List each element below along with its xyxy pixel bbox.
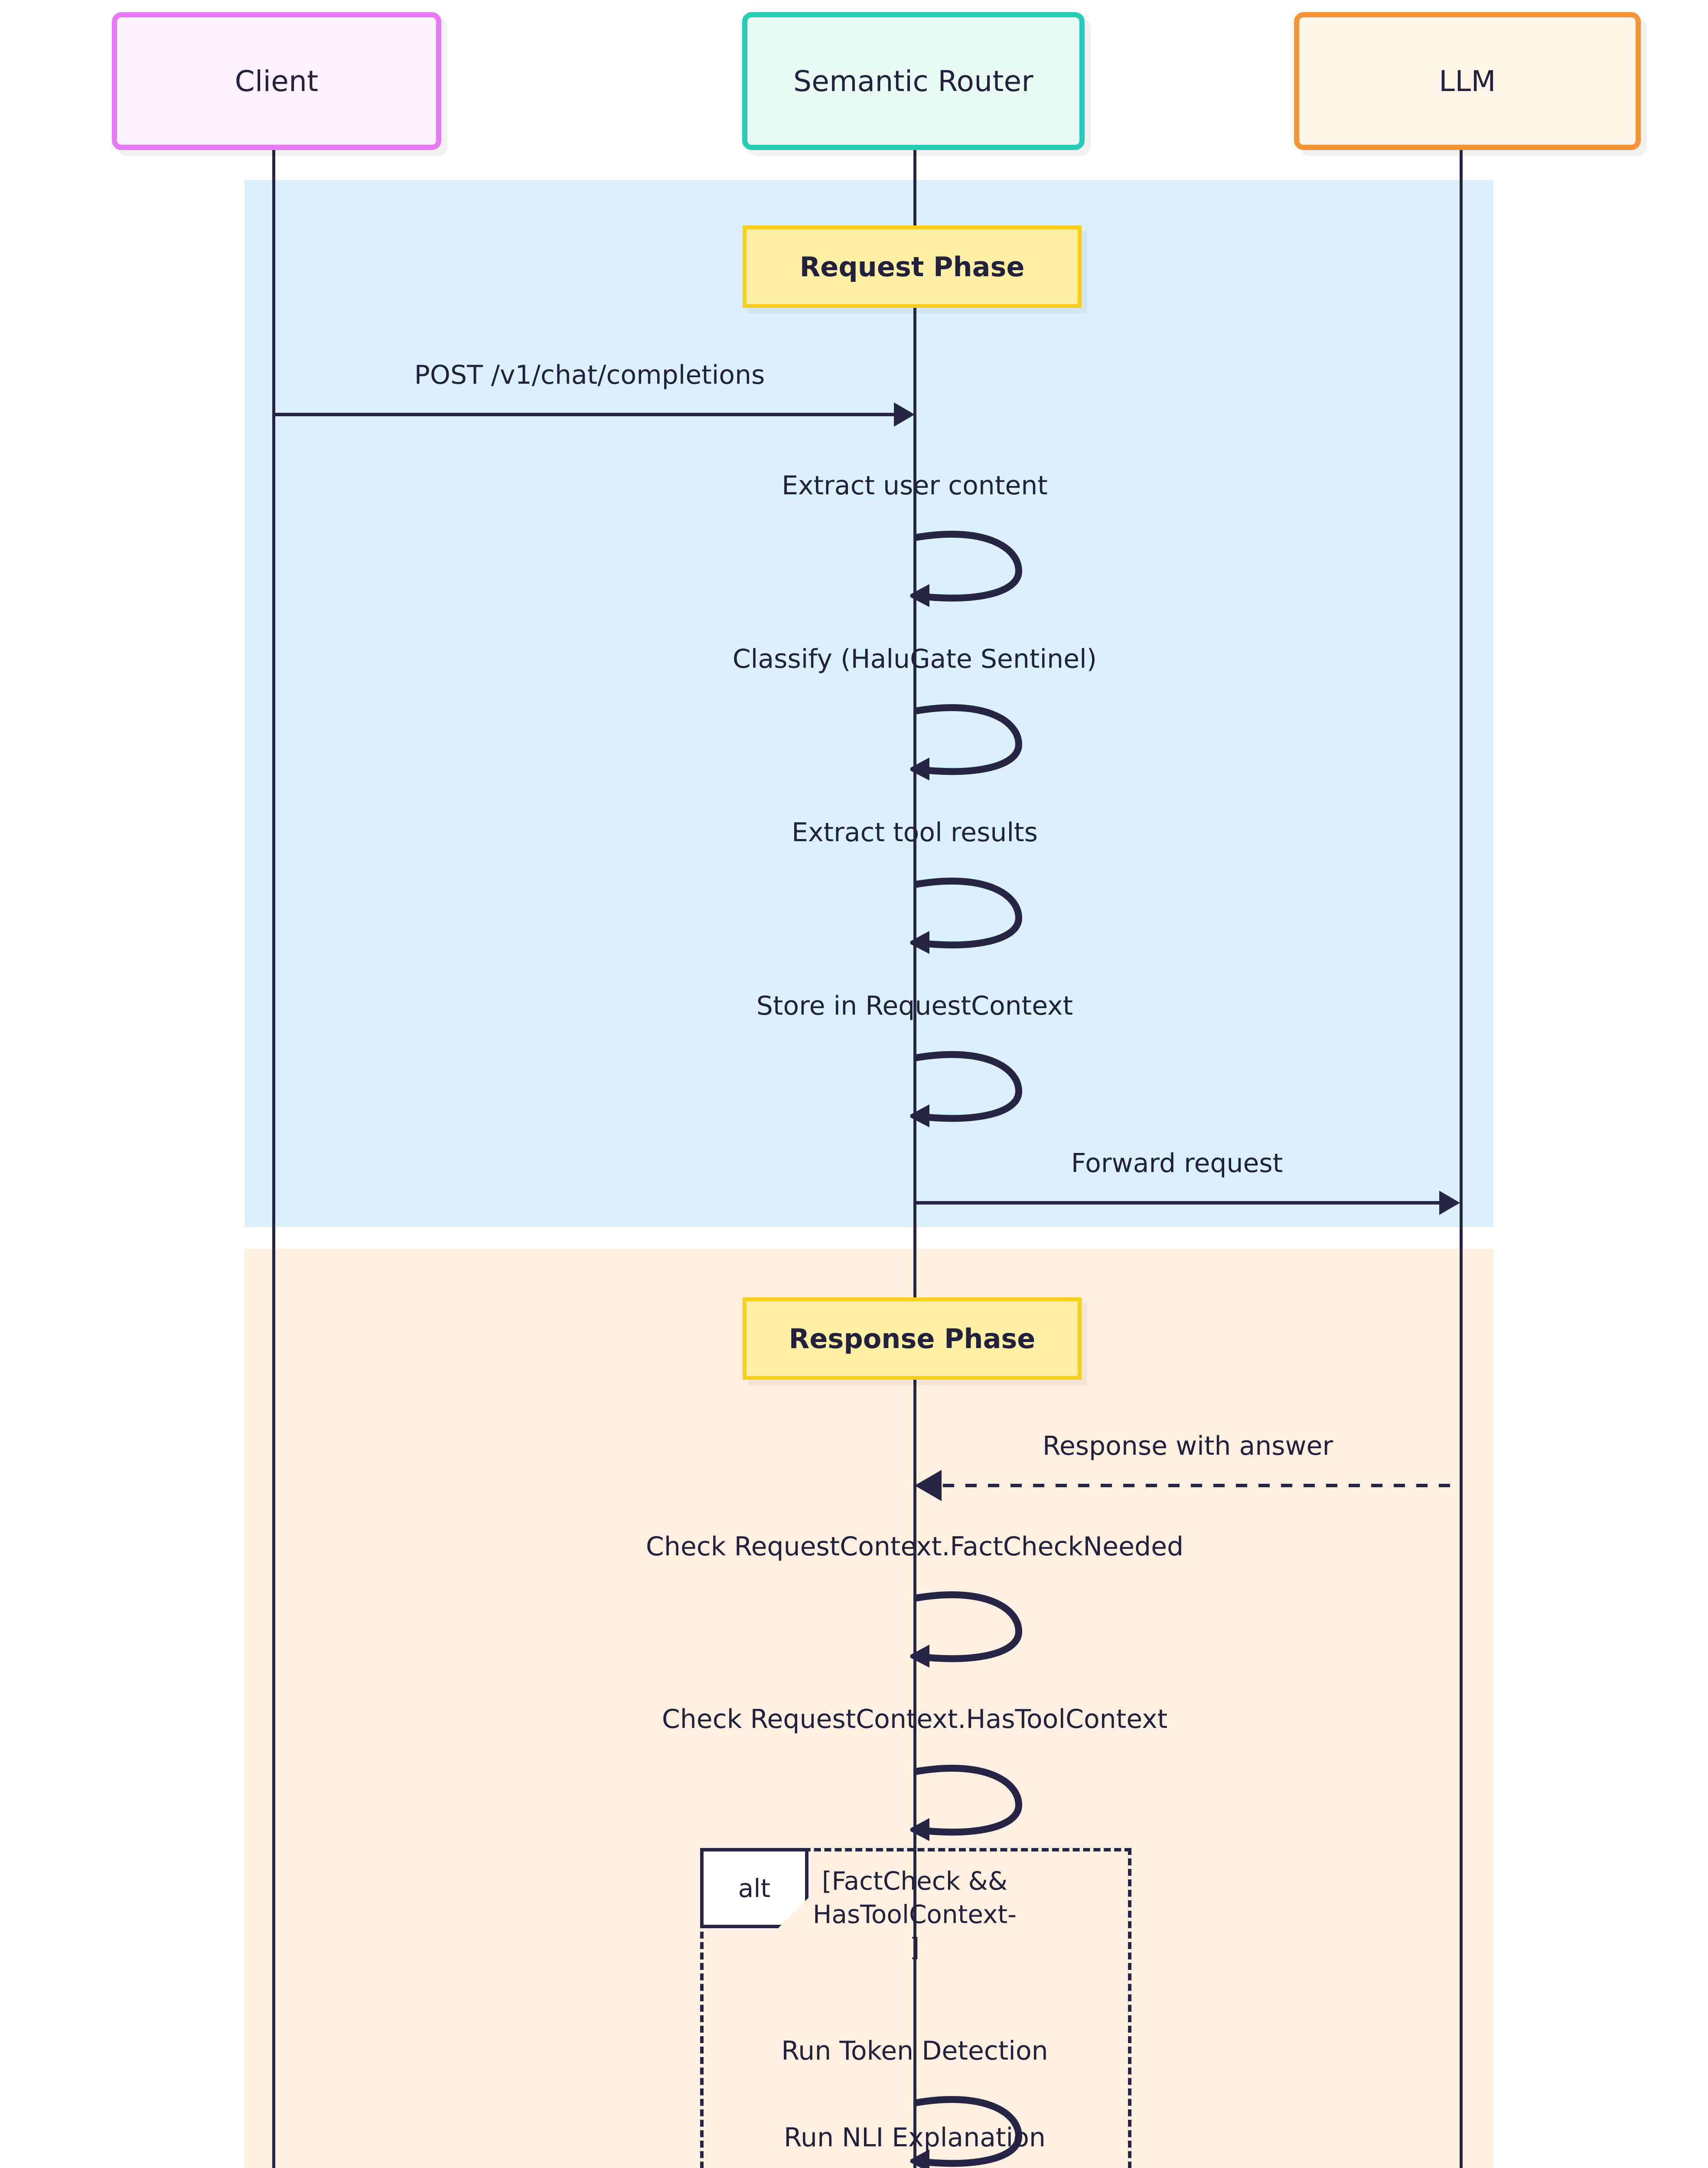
arrowhead-response-with-answer [915, 1470, 942, 1501]
self-loop-check-hastoolcontext [910, 1765, 1023, 1841]
message-label-extract-tool-results: Extract tool results [792, 817, 1038, 848]
actor-client-top[interactable]: Client [112, 12, 441, 150]
note-response-phase: Response Phase [743, 1297, 1082, 1380]
message-label-check-hastoolcontext: Check RequestContext.HasToolContext [662, 1704, 1168, 1734]
message-label-extract-user-content: Extract user content [782, 470, 1048, 501]
request-phase-background [245, 180, 1493, 1227]
self-loop-extract-user-content [910, 531, 1023, 607]
actor-router-top[interactable]: Semantic Router [742, 12, 1085, 150]
arrowhead-forward-request [1439, 1191, 1460, 1215]
note-request-phase-label: Request Phase [799, 251, 1025, 283]
message-label-run-nli-explanation: Run NLI Explanation [784, 2122, 1046, 2153]
message-line-forward-request [915, 1201, 1439, 1205]
actor-router-label: Semantic Router [793, 64, 1033, 98]
note-response-phase-label: Response Phase [789, 1322, 1036, 1355]
alt-branch-1-condition-text: [FactCheck && HasToolContext- ] [812, 1866, 1017, 1962]
actor-client-label: Client [235, 64, 319, 98]
self-loop-classify-halugate [910, 704, 1023, 780]
actor-llm-top[interactable]: LLM [1294, 12, 1641, 150]
message-label-response-with-answer: Response with answer [1042, 1431, 1333, 1461]
self-loop-run-token-detection [910, 2096, 1023, 2168]
message-line-response-with-answer [943, 1484, 1461, 1487]
alt-branch-1-condition: [FactCheck && HasToolContext- ] [759, 1864, 1071, 1964]
actor-llm-label: LLM [1439, 64, 1496, 98]
message-label-check-factcheckneeded: Check RequestContext.FactCheckNeeded [645, 1531, 1184, 1562]
self-loop-store-request-context [910, 1051, 1023, 1127]
lifeline-client [272, 147, 275, 2168]
alt-block-frame [700, 1848, 1131, 2168]
response-phase-background [245, 1249, 1493, 2168]
alt-block-tag-label: alt [738, 1873, 771, 1903]
message-label-classify-halugate: Classify (HaluGate Sentinel) [732, 644, 1097, 674]
lifeline-llm [1460, 147, 1463, 2168]
self-loop-check-factcheckneeded [910, 1591, 1023, 1668]
lifeline-router [913, 147, 916, 2168]
note-request-phase: Request Phase [743, 225, 1082, 308]
message-line-post-completions [274, 413, 894, 416]
message-label-post-completions: POST /v1/chat/completions [414, 360, 765, 390]
message-label-run-token-detection: Run Token Detection [781, 2036, 1048, 2066]
message-label-forward-request: Forward request [1071, 1148, 1283, 1179]
message-label-store-request-context: Store in RequestContext [756, 991, 1073, 1021]
self-loop-extract-tool-results [910, 878, 1023, 954]
alt-block-tag: alt [700, 1848, 808, 1928]
arrowhead-post-completions [894, 402, 915, 427]
